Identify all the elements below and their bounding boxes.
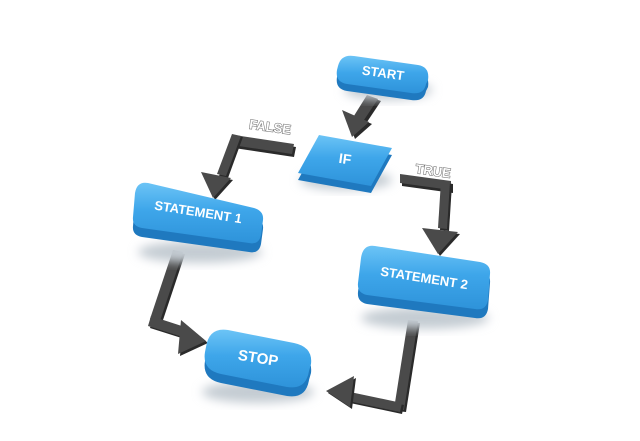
edge-label-false: FALSE (248, 117, 292, 138)
node-start: START (336, 55, 432, 101)
node-statement2: STATEMENT 2 (357, 245, 491, 329)
arrow-start-to-if (342, 95, 381, 139)
arrow-true-branch (400, 174, 460, 256)
arrow-false-branch (201, 134, 296, 200)
node-decision: IF (298, 135, 392, 193)
arrow-statement1-to-stop (148, 250, 208, 356)
node-stop-label: STOP (237, 347, 280, 370)
node-statement1: STATEMENT 1 (132, 182, 264, 263)
arrow-statement2-to-stop (326, 320, 420, 414)
node-start-label: START (361, 63, 405, 84)
node-stop: STOP (202, 329, 314, 403)
edge-label-true: TRUE (415, 161, 452, 181)
node-decision-label: IF (338, 150, 353, 168)
